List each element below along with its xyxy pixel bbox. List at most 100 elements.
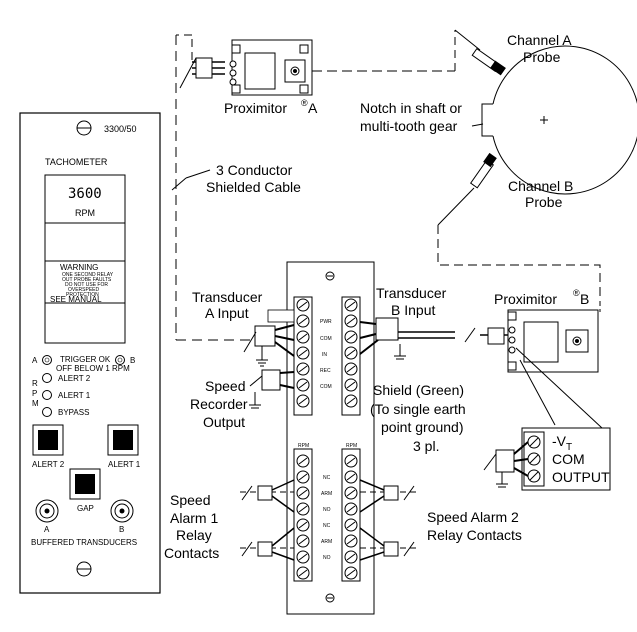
- rpm-side-r: R: [32, 379, 38, 388]
- alert2-button[interactable]: [32, 424, 64, 456]
- terminal-screw-icon: [344, 454, 358, 468]
- proximitor-a: [179, 39, 455, 96]
- rpm-side-m: M: [32, 399, 39, 408]
- terminal-screw-icon: [296, 314, 310, 328]
- transducer-b-label-2: B Input: [391, 302, 435, 318]
- connector-a-icon[interactable]: [35, 499, 59, 523]
- gap-button[interactable]: [69, 468, 101, 500]
- shield-label-2: (To single earth: [370, 401, 466, 417]
- shield-label-4: 3 pl.: [413, 438, 439, 454]
- notch-label-1: Notch in shaft or: [360, 100, 462, 116]
- alert1-label: ALERT 1: [58, 391, 91, 400]
- connector-a-label: A: [44, 525, 50, 534]
- notch-label-2: multi-tooth gear: [360, 118, 458, 134]
- terminal-screw-icon: [344, 550, 358, 564]
- module-title: TACHOMETER: [45, 157, 108, 167]
- transducer-b-wiring: [359, 317, 508, 360]
- led-alert1: [42, 390, 52, 400]
- transducer-a-label-1: Transducer: [192, 289, 263, 305]
- terminal-screw-icon: [344, 378, 358, 392]
- channel-a-probe-icon: [454, 29, 506, 76]
- registered-mark: ®: [573, 288, 580, 298]
- buffered-label: BUFFERED TRANSDUCERS: [31, 538, 137, 547]
- terminal-screw-icon: [344, 298, 358, 312]
- transducer-a-label-2: A Input: [205, 305, 249, 321]
- transducer-b-label-1: Transducer: [376, 285, 447, 301]
- output-label: OUTPUT: [552, 469, 610, 485]
- terminal-screw-icon: [296, 502, 310, 516]
- speed-recorder-label-1: Speed: [205, 378, 245, 394]
- proximitor-a-suffix: A: [308, 100, 318, 116]
- channel-a-label-1: Channel A: [507, 32, 572, 48]
- gap-button-label: GAP: [77, 504, 94, 513]
- proximitor-b-label: Proximitor: [494, 291, 557, 307]
- warning-line: ONE SECOND RELAY: [62, 272, 114, 278]
- registered-mark: ®: [301, 98, 308, 108]
- warning-line: DO NOT USE FOR: [65, 282, 108, 288]
- output-terminal-block: [483, 427, 611, 491]
- transducer-a-wiring: [243, 309, 295, 367]
- terminal-screw-icon: [344, 346, 358, 360]
- alert2-button-label: ALERT 2: [32, 460, 65, 469]
- terminal-screw-icon: [296, 566, 310, 580]
- terminal-rpm-left: RPM: [298, 443, 309, 449]
- terminal-screw-icon: [344, 534, 358, 548]
- alert1-button[interactable]: [107, 424, 139, 456]
- shield-label-1: Shield (Green): [373, 382, 464, 398]
- cable-label-1: 3 Conductor: [216, 162, 293, 178]
- proximitor-b: [507, 302, 603, 429]
- relay-label: NO: [323, 555, 331, 561]
- led-alert2: [42, 373, 52, 383]
- relay-label: NC: [323, 475, 331, 481]
- terminal-screw-icon: [344, 330, 358, 344]
- terminal-screw-icon: [344, 502, 358, 516]
- terminal-screws: [296, 298, 358, 580]
- speed-recorder-label-3: Output: [203, 414, 245, 430]
- led-a-label: A: [32, 356, 38, 365]
- vt-label: -VT: [552, 433, 572, 453]
- connector-b-label: B: [119, 525, 124, 534]
- terminal-screw-icon: [344, 470, 358, 484]
- cable-label-2: Shielded Cable: [206, 179, 301, 195]
- com-label: COM: [552, 451, 585, 467]
- relay-label: ARM: [321, 491, 332, 497]
- bypass-label: BYPASS: [58, 408, 89, 417]
- terminal-screw-icon: [296, 298, 310, 312]
- proximitor-a-label: Proximitor: [224, 100, 287, 116]
- terminal-label-com: COM: [320, 336, 332, 342]
- terminal-label-com2: COM: [320, 384, 332, 390]
- alarm2-label-1: Speed Alarm 2: [427, 509, 519, 525]
- terminal-label-pwr: PWR: [320, 319, 332, 325]
- warning-line: OVERSPEED: [68, 287, 100, 293]
- connector-b-icon[interactable]: [110, 499, 134, 523]
- terminal-screw-icon: [296, 330, 310, 344]
- warning-line: OUT PROBE FAULTS: [62, 277, 112, 283]
- terminal-screw-icon: [296, 346, 310, 360]
- alarm1-relay-wiring: [240, 479, 295, 561]
- terminal-screw-icon: [296, 518, 310, 532]
- terminal-screw-icon: [296, 550, 310, 564]
- led-bypass: [42, 407, 52, 417]
- terminal-screw-icon: [344, 394, 358, 408]
- terminal-screw-icon: [296, 378, 310, 392]
- alarm2-label-2: Relay Contacts: [427, 527, 522, 543]
- terminal-label-in: IN: [322, 352, 327, 358]
- relay-label: ARM: [321, 539, 332, 545]
- speed-recorder-label-2: Recorder: [190, 396, 248, 412]
- alert1-button-label: ALERT 1: [108, 460, 141, 469]
- terminal-label-rec: REC: [320, 368, 331, 374]
- display-value: 3600: [68, 186, 102, 202]
- trigger-ok: TRIGGER OK: [60, 355, 111, 364]
- terminal-screw-icon: [296, 362, 310, 376]
- terminal-screw-icon: [296, 394, 310, 408]
- terminal-screw-icon: [344, 518, 358, 532]
- see-manual: SEE MANUAL: [50, 295, 102, 304]
- alarm1-label-1: Speed: [170, 492, 210, 508]
- channel-b-probe-icon: [437, 152, 601, 302]
- warning-title: WARNING: [60, 263, 98, 272]
- terminal-screw-icon: [344, 314, 358, 328]
- terminal-screw-icon: [296, 534, 310, 548]
- speed-recorder-wiring: [249, 369, 295, 409]
- alarm1-label-4: Contacts: [164, 545, 219, 561]
